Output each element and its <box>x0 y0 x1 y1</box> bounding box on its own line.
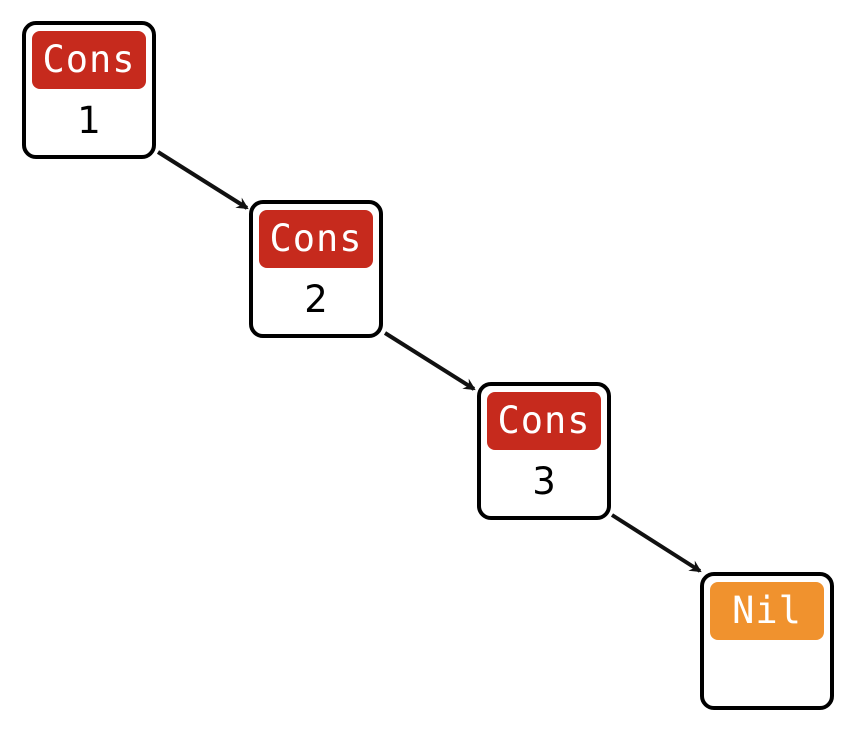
node-tag-label: Cons <box>487 392 601 450</box>
arrow-cons2-to-cons3 <box>383 331 476 391</box>
node-tag-label: Cons <box>32 31 146 89</box>
arrow-cons1-to-cons2 <box>156 150 249 210</box>
nil-node: Nil <box>700 572 834 710</box>
node-tag-label: Cons <box>259 210 373 268</box>
cons-node-2: Cons 2 <box>249 200 383 338</box>
node-value: 2 <box>304 278 328 321</box>
node-value <box>704 644 830 700</box>
node-value: 3 <box>532 460 556 503</box>
node-tag-label: Nil <box>710 582 824 640</box>
node-value: 1 <box>77 99 101 142</box>
cons-node-3: Cons 3 <box>477 382 611 520</box>
cons-node-1: Cons 1 <box>22 21 156 159</box>
arrow-cons3-to-nil <box>610 513 702 573</box>
